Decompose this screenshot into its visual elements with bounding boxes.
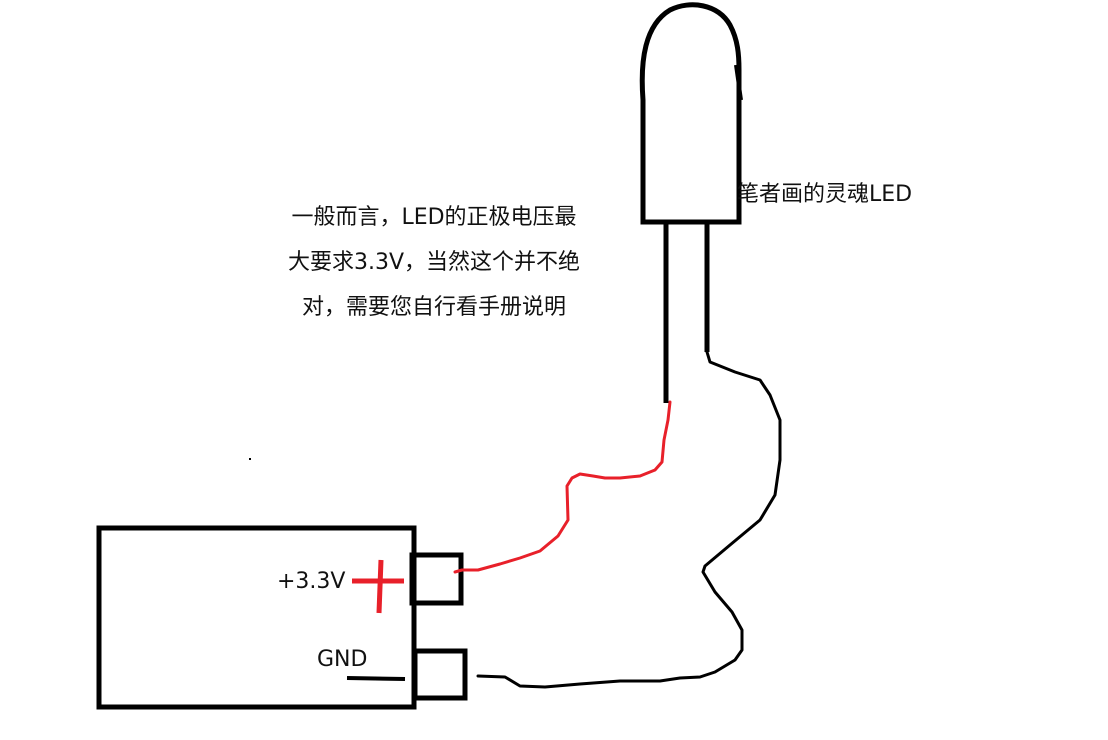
ground-wire [476,350,782,689]
pin-label-positive: +3.3V [277,569,346,594]
voltage-note-line: 对，需要您自行看手册说明 [301,295,566,320]
pin-ground [412,648,468,701]
pin-positive [409,552,464,606]
power-module-body [96,525,417,710]
voltage-note-line: 一般而言，LED的正极电压最 [291,205,577,230]
power-module [96,525,468,710]
stray-dot [249,458,251,460]
positive-wire [453,400,672,574]
pin-label-ground: GND [317,647,368,672]
minus-icon [346,676,406,681]
voltage-note: 一般而言，LED的正极电压最 大要求3.3V，当然这个并不绝 对，需要您自行看手… [248,195,620,330]
led-dome-gap [734,64,743,101]
plus-icon [352,559,404,614]
led-caption: 笔者画的灵魂LED [737,182,913,207]
led [639,2,743,403]
voltage-note-line: 大要求3.3V，当然这个并不绝 [287,250,581,275]
led-dome [639,2,742,225]
